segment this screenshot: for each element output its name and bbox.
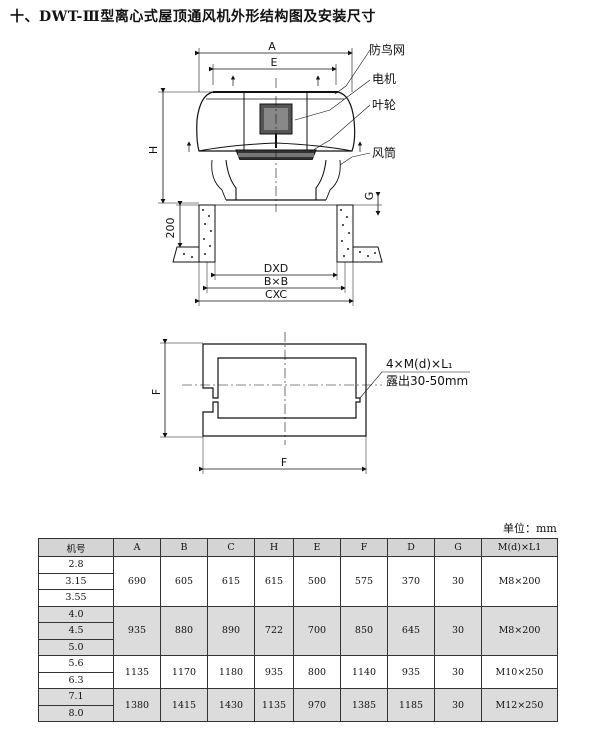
table-row: 3.15 <box>38 572 558 590</box>
callout-lines <box>294 49 371 166</box>
dim-cxc-label: CXC <box>265 288 287 301</box>
value-cell: 935 <box>254 655 294 689</box>
value-cell: 1380 <box>113 688 161 722</box>
dim-h-label: H <box>147 146 160 154</box>
value-cell: 880 <box>160 605 208 656</box>
table-row: 5.6 1135 1170 1180 935 800 1140 935 30 M… <box>38 655 558 689</box>
value-cell: 970 <box>293 688 341 722</box>
callout-impeller: 叶轮 <box>372 98 396 112</box>
model-cell: 3.15 <box>38 572 114 590</box>
model-cell: 4.0 <box>38 605 114 623</box>
value-cell: 890 <box>207 605 255 656</box>
value-cell: 615 <box>254 556 294 607</box>
value-cell: 850 <box>340 605 388 656</box>
dimension-200: 200 <box>164 201 199 248</box>
model-cell: 4.5 <box>38 622 114 640</box>
dimension-f-bottom: F <box>199 436 367 474</box>
header-e: E <box>293 538 341 557</box>
table-row: 6.3 <box>38 671 558 689</box>
dimension-e: E <box>209 56 337 85</box>
dimension-dxd: DXD <box>211 262 338 280</box>
value-cell: 30 <box>434 556 482 607</box>
value-cell: 30 <box>434 688 482 722</box>
dim-g-label: G <box>363 192 376 201</box>
model-cell: 5.6 <box>38 655 114 673</box>
value-cell: 1135 <box>254 688 294 722</box>
header-d: D <box>387 538 435 557</box>
table-header-row: 机号 A B C H E F D G M(d)×L1 <box>38 538 558 557</box>
value-cell: M10×250 <box>481 655 558 689</box>
fan-drawing: A E <box>147 40 470 474</box>
table-row: 2.8 690 605 615 615 500 575 370 30 M8×20… <box>38 556 558 607</box>
header-c: C <box>207 538 255 557</box>
value-cell: 800 <box>293 655 341 689</box>
value-cell: M8×200 <box>481 605 558 656</box>
header-b: B <box>160 538 208 557</box>
value-cell: 935 <box>113 605 161 656</box>
dimension-bxb: B×B <box>203 262 346 293</box>
value-cell: 690 <box>113 556 161 607</box>
dim-bxb-label: B×B <box>264 275 288 288</box>
value-cell: 1180 <box>207 655 255 689</box>
value-cell: 30 <box>434 605 482 656</box>
plan-view <box>182 332 382 445</box>
roof-curb <box>172 204 383 263</box>
model-cell: 2.8 <box>38 556 114 574</box>
value-cell: M12×250 <box>481 688 558 722</box>
header-f: F <box>340 538 388 557</box>
airflow-arrows <box>186 75 363 152</box>
callout-motor: 电机 <box>372 72 396 86</box>
table-row: 8.0 <box>38 704 558 722</box>
dimension-f-side: F <box>150 339 203 438</box>
table-row: 4.0 935 880 890 722 700 850 645 30 M8×20… <box>38 605 558 656</box>
header-bolt: M(d)×L1 <box>481 538 558 557</box>
bolt-spec-label: 4×M(d)×L₁ <box>386 357 453 371</box>
value-cell: 1170 <box>160 655 208 689</box>
dim-e-label: E <box>271 56 278 69</box>
header-h: H <box>254 538 294 557</box>
dim-a-label: A <box>268 40 276 53</box>
dim-dxd-label: DXD <box>264 262 288 275</box>
model-cell: 5.0 <box>38 638 114 656</box>
dimension-g: G <box>353 192 382 216</box>
page-title: 十、DWT-Ⅲ型离心式屋顶通风机外形结构图及安装尺寸 <box>10 9 376 25</box>
value-cell: 605 <box>160 556 208 607</box>
bolt-callout: 4×M(d)×L₁ 露出30-50mm <box>359 357 470 399</box>
value-cell: 1415 <box>160 688 208 722</box>
table-row: 7.1 1380 1415 1430 1135 970 1385 1185 30… <box>38 688 558 722</box>
value-cell: 615 <box>207 556 255 607</box>
value-cell: 370 <box>387 556 435 607</box>
dim-200-label: 200 <box>164 218 177 239</box>
value-cell: M8×200 <box>481 556 558 607</box>
model-cell: 7.1 <box>38 688 114 706</box>
callout-duct: 风筒 <box>372 145 396 160</box>
header-model: 机号 <box>38 538 114 557</box>
spec-table: 机号 A B C H E F D G M(d)×L1 2.8 690 605 6… <box>38 538 558 722</box>
value-cell: 1430 <box>207 688 255 722</box>
bolt-exposed-label: 露出30-50mm <box>386 374 468 388</box>
value-cell: 722 <box>254 605 294 656</box>
callout-bird-net: 防鸟网 <box>369 42 405 57</box>
value-cell: 1385 <box>340 688 388 722</box>
model-cell: 6.3 <box>38 671 114 689</box>
model-cell: 8.0 <box>38 704 114 722</box>
value-cell: 1135 <box>113 655 161 689</box>
value-cell: 645 <box>387 605 435 656</box>
value-cell: 30 <box>434 655 482 689</box>
unit-label: 单位：mm <box>503 522 557 535</box>
dim-f-bottom-label: F <box>281 456 287 469</box>
model-cell: 3.55 <box>38 589 114 607</box>
value-cell: 1185 <box>387 688 435 722</box>
dim-f-side-label: F <box>150 389 163 395</box>
value-cell: 700 <box>293 605 341 656</box>
dimension-cxc: CXC <box>195 262 354 306</box>
value-cell: 575 <box>340 556 388 607</box>
dimension-a: A <box>195 40 353 92</box>
header-a: A <box>113 538 161 557</box>
value-cell: 1140 <box>340 655 388 689</box>
value-cell: 935 <box>387 655 435 689</box>
value-cell: 500 <box>293 556 341 607</box>
header-g: G <box>434 538 482 557</box>
table-row: 5.0 <box>38 638 558 656</box>
